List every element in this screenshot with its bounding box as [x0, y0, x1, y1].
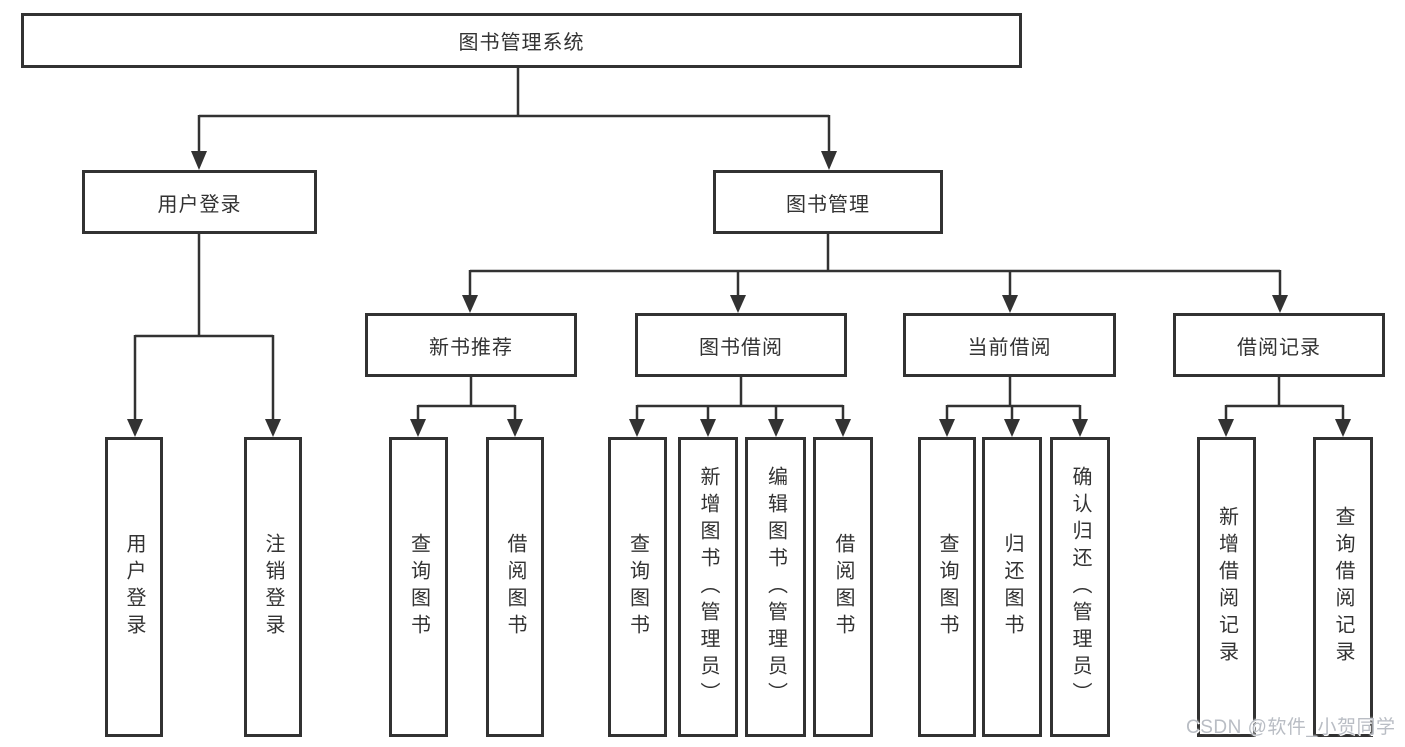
node-current-borrowing-label: 当前借阅: [967, 336, 1052, 359]
leaf-add-books-admin: 新增图书（管理员）: [678, 437, 738, 737]
node-user-login: 用户登录: [82, 170, 317, 234]
leaf-confirm-return-admin-label: 确认归还（管理员）: [1069, 465, 1091, 709]
node-new-book-recommend: 新书推荐: [365, 313, 577, 377]
leaf-query-borrow-record: 查询借阅记录: [1313, 437, 1373, 737]
leaf-logout-label: 注销登录: [262, 533, 284, 641]
leaf-edit-books-admin: 编辑图书（管理员）: [745, 437, 806, 737]
leaf-borrow-books: 借阅图书: [813, 437, 873, 737]
leaf-query-books-current-label: 查询图书: [936, 533, 958, 641]
leaf-borrow-books-label: 借阅图书: [832, 533, 854, 641]
leaf-user-login-label: 用户登录: [123, 533, 145, 641]
node-book-management: 图书管理: [713, 170, 943, 234]
leaf-edit-books-admin-label: 编辑图书（管理员）: [764, 465, 787, 709]
node-new-book-recommend-label: 新书推荐: [429, 336, 513, 359]
leaf-logout: 注销登录: [244, 437, 302, 737]
node-borrowing-records: 借阅记录: [1173, 313, 1385, 377]
leaf-confirm-return-admin: 确认归还（管理员）: [1050, 437, 1110, 737]
leaf-query-books-current: 查询图书: [918, 437, 976, 737]
node-book-management-label: 图书管理: [786, 193, 870, 216]
node-user-login-label: 用户登录: [157, 193, 242, 216]
node-root-system: 图书管理系统: [21, 13, 1022, 68]
leaf-return-books: 归还图书: [982, 437, 1042, 737]
leaf-borrow-books-recommend-label: 借阅图书: [504, 533, 526, 641]
leaf-add-borrow-record-label: 新增借阅记录: [1215, 506, 1238, 668]
leaf-user-login: 用户登录: [105, 437, 163, 737]
node-book-borrowing-label: 图书借阅: [699, 336, 783, 359]
leaf-query-borrow-record-label: 查询借阅记录: [1332, 506, 1354, 668]
csdn-watermark: CSDN @软件_小贺同学: [1186, 717, 1396, 738]
node-current-borrowing: 当前借阅: [903, 313, 1116, 377]
node-root-label: 图书管理系统: [458, 32, 585, 54]
leaf-add-books-admin-label: 新增图书（管理员）: [697, 465, 719, 709]
leaf-borrow-books-recommend: 借阅图书: [486, 437, 544, 737]
leaf-query-books-recommend-label: 查询图书: [407, 533, 430, 641]
arrowheads: [127, 151, 1351, 437]
leaf-query-books-borrowing-label: 查询图书: [626, 533, 649, 641]
node-borrowing-records-label: 借阅记录: [1237, 336, 1321, 359]
leaf-query-books-recommend: 查询图书: [389, 437, 448, 737]
leaf-query-books-borrowing: 查询图书: [608, 437, 667, 737]
leaf-return-books-label: 归还图书: [1001, 533, 1023, 641]
node-book-borrowing: 图书借阅: [635, 313, 847, 377]
leaf-add-borrow-record: 新增借阅记录: [1197, 437, 1256, 737]
